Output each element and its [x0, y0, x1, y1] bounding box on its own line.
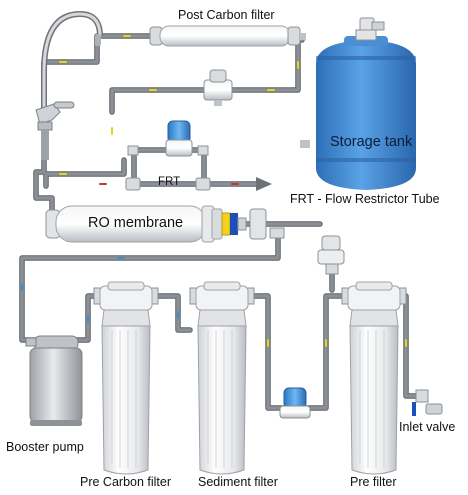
shutoff-valve	[203, 69, 233, 106]
faucet	[35, 10, 103, 160]
storage-tank	[300, 17, 416, 190]
pre-filter-canister	[341, 281, 407, 475]
frt-legend-label: FRT - Flow Restrictor Tube	[290, 192, 440, 206]
pressure-switch	[317, 235, 345, 275]
booster-pump	[25, 335, 83, 426]
storage-tank-label: Storage tank	[330, 134, 413, 150]
pre-carbon-filter-label: Pre Carbon filter	[80, 475, 172, 489]
sediment-filter-label: Sediment filter	[198, 475, 278, 489]
ro-membrane-housing	[45, 205, 285, 243]
frt-assembly	[125, 120, 211, 191]
pre-filter-label: Pre filter	[350, 475, 397, 489]
ro-membrane-label: RO membrane	[88, 215, 184, 231]
post-carbon-filter	[149, 25, 306, 47]
sediment-filter-canister	[189, 281, 255, 475]
post-carbon-filter-label: Post Carbon filter	[178, 8, 275, 22]
solenoid-valve	[279, 387, 311, 419]
inlet-valve-label: Inlet valve	[399, 420, 456, 434]
inlet-valve	[412, 389, 443, 416]
drain-arrow	[256, 177, 272, 191]
frt-label: FRT	[158, 176, 181, 188]
pre-carbon-filter-canister	[93, 281, 159, 475]
booster-pump-label: Booster pump	[6, 440, 84, 454]
